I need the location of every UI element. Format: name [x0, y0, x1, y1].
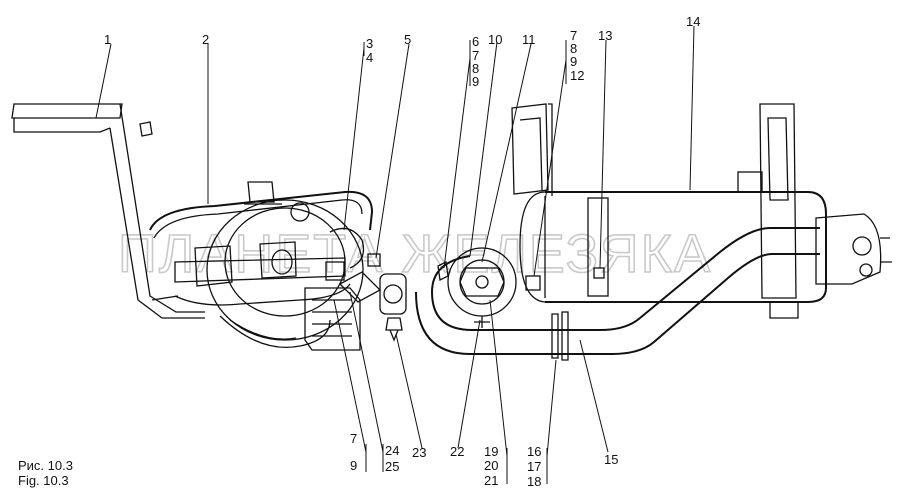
callout-9: 9 — [472, 74, 479, 89]
callout-6: 6 — [472, 34, 479, 49]
callout-7: 7 — [570, 28, 577, 43]
callout-9: 9 — [570, 54, 577, 69]
callout-8: 8 — [570, 41, 577, 56]
callout-2: 2 — [202, 32, 209, 47]
callout-5: 5 — [404, 32, 411, 47]
left-assembly — [11, 103, 407, 351]
callout-9: 9 — [350, 458, 357, 473]
callout-17: 17 — [527, 459, 541, 474]
callout-24: 24 — [385, 443, 399, 458]
callout-15: 15 — [604, 452, 618, 467]
figure-caption-ru: Рис. 10.3 — [18, 458, 73, 473]
watermark: ПЛАНЕТА ЖЕЛЕЗЯКА — [118, 224, 712, 284]
callout-18: 18 — [527, 474, 541, 489]
figure-caption-en: Fig. 10.3 — [18, 473, 69, 488]
callout-11: 11 — [522, 32, 536, 47]
callout-21: 21 — [484, 473, 498, 488]
right-assembly — [415, 103, 892, 361]
callout-12: 12 — [570, 68, 584, 83]
callout-14: 14 — [686, 14, 700, 29]
callout-4: 4 — [366, 50, 373, 65]
callout-10: 10 — [488, 32, 502, 47]
callout-25: 25 — [385, 459, 399, 474]
callout-19: 19 — [484, 444, 498, 459]
callout-7: 7 — [350, 431, 357, 446]
leader-lines — [95, 25, 695, 484]
callout-22: 22 — [450, 444, 464, 459]
callout-7: 7 — [472, 48, 479, 63]
callout-23: 23 — [412, 445, 426, 460]
callout-16: 16 — [527, 444, 541, 459]
callout-labels: 1 2 3 4 5 6 7 8 9 10 11 7 8 9 12 13 14 1… — [104, 14, 700, 489]
callout-1: 1 — [104, 32, 111, 47]
callout-13: 13 — [598, 28, 612, 43]
callout-3: 3 — [366, 36, 373, 51]
callout-8: 8 — [472, 61, 479, 76]
callout-20: 20 — [484, 458, 498, 473]
